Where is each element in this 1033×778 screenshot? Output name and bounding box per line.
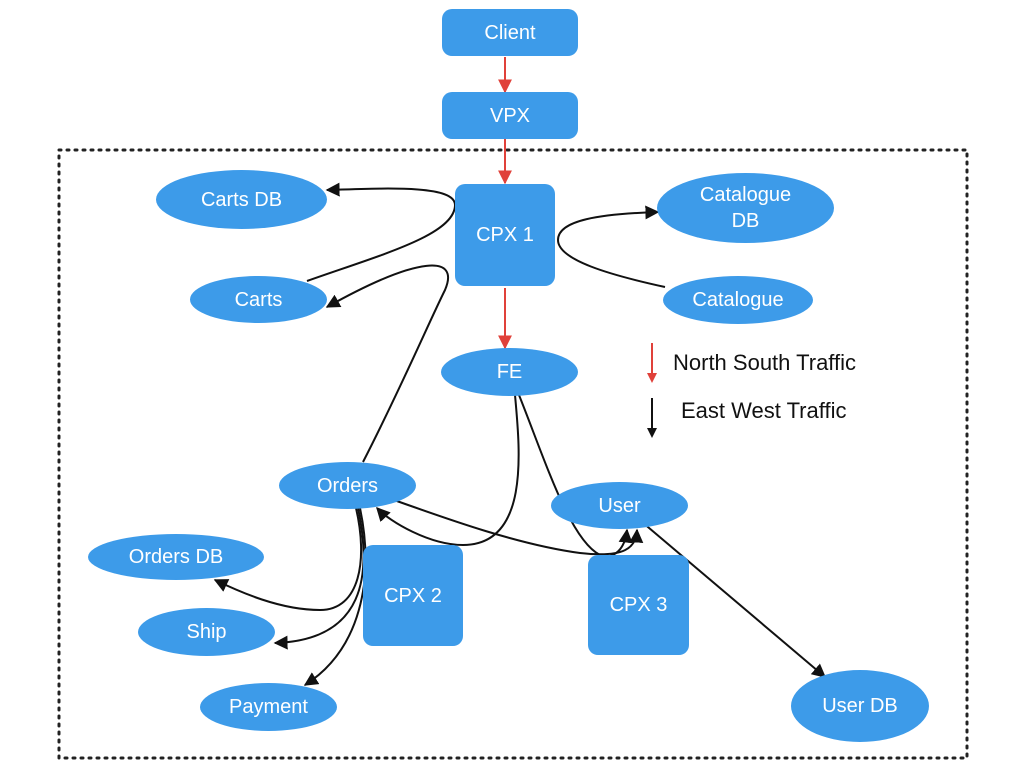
node-catalogue: Catalogue [663, 276, 813, 324]
node-user-db: User DB [791, 670, 929, 742]
edge-orders-carts [325, 264, 450, 463]
node-catalogue-db: Catalogue DB [657, 173, 834, 243]
edge-fe-orders [376, 394, 520, 547]
node-cpx2: CPX 2 [363, 545, 463, 646]
edge-orders-ship [273, 507, 365, 650]
node-cpx1: CPX 1 [455, 184, 555, 286]
node-client: Client [442, 9, 578, 56]
node-user: User [551, 482, 688, 529]
node-fe: FE [441, 348, 578, 396]
edge-catalogue-cataloguedb [556, 205, 666, 288]
red-arrow-icon [647, 343, 657, 383]
edge-user-userdb [641, 521, 827, 678]
node-orders-db: Orders DB [88, 534, 264, 580]
legend-north-south-label: North South Traffic [673, 350, 857, 375]
edge-orders-user [393, 499, 644, 556]
node-orders: Orders [279, 462, 416, 509]
edge-orders-ordersdb [213, 507, 363, 612]
node-cpx3: CPX 3 [588, 555, 689, 655]
cluster-boundary [57, 148, 969, 760]
node-carts-db: Carts DB [156, 170, 327, 229]
legend-east-west: East West Traffic [645, 396, 846, 440]
node-vpx: VPX [442, 92, 578, 139]
edge-carts-cartsdb [306, 182, 457, 282]
node-carts: Carts [190, 276, 327, 323]
black-arrow-icon [647, 398, 657, 438]
node-payment: Payment [200, 683, 337, 731]
node-ship: Ship [138, 608, 275, 656]
edge-fe-user [518, 394, 633, 558]
edge-orders-payment [303, 507, 367, 686]
legend-east-west-label: East West Traffic [681, 398, 847, 423]
legend-north-south: North South Traffic [645, 341, 856, 385]
